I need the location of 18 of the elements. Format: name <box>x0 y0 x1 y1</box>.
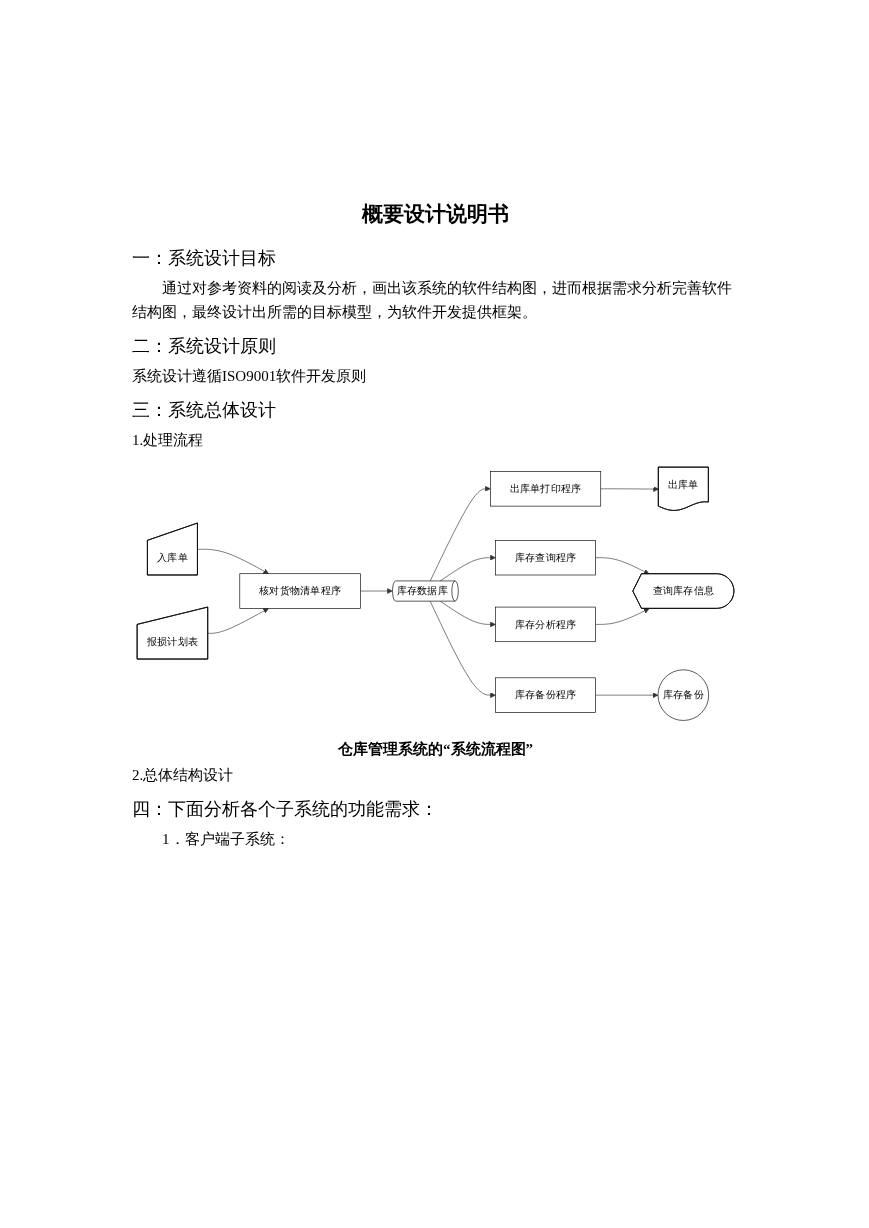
section-heading: 二：系统设计原则 <box>132 334 277 358</box>
node-box: 库存分析程序 <box>495 606 596 643</box>
paragraph: 系统设计遵循ISO9001软件开发原则 <box>132 367 368 386</box>
section-heading: 三：系统总体设计 <box>132 398 277 422</box>
subheading: 1.处理流程 <box>132 431 205 450</box>
subheading: 1．客户端子系统： <box>161 829 291 849</box>
node-text: 库存数据库 <box>396 584 448 597</box>
paragraph: 通过对参考资料的阅读及分析，画出该系统的软件结构图，进而根据需求分析完善软件结构图，最终设计出所需的目标模型，为软件开发提供框架。 <box>132 279 733 322</box>
document-title: 概要设计说明书 <box>360 201 510 228</box>
node-box: 出库单打印程序 <box>490 471 602 507</box>
node-circle: 库存备份 <box>657 669 709 721</box>
section-heading: 四：下面分析各个子系统的功能需求： <box>132 796 439 821</box>
subheading: 2.总体结构设计 <box>132 765 235 785</box>
node-box: 库存查询程序 <box>495 540 596 576</box>
diagram-caption: 仓库管理系统的“系统流程图” <box>337 739 534 759</box>
node-box: 库存备份程序 <box>495 677 596 713</box>
node-box: 核对货物清单程序 <box>239 573 361 609</box>
section-heading: 一：系统设计目标 <box>132 246 277 270</box>
